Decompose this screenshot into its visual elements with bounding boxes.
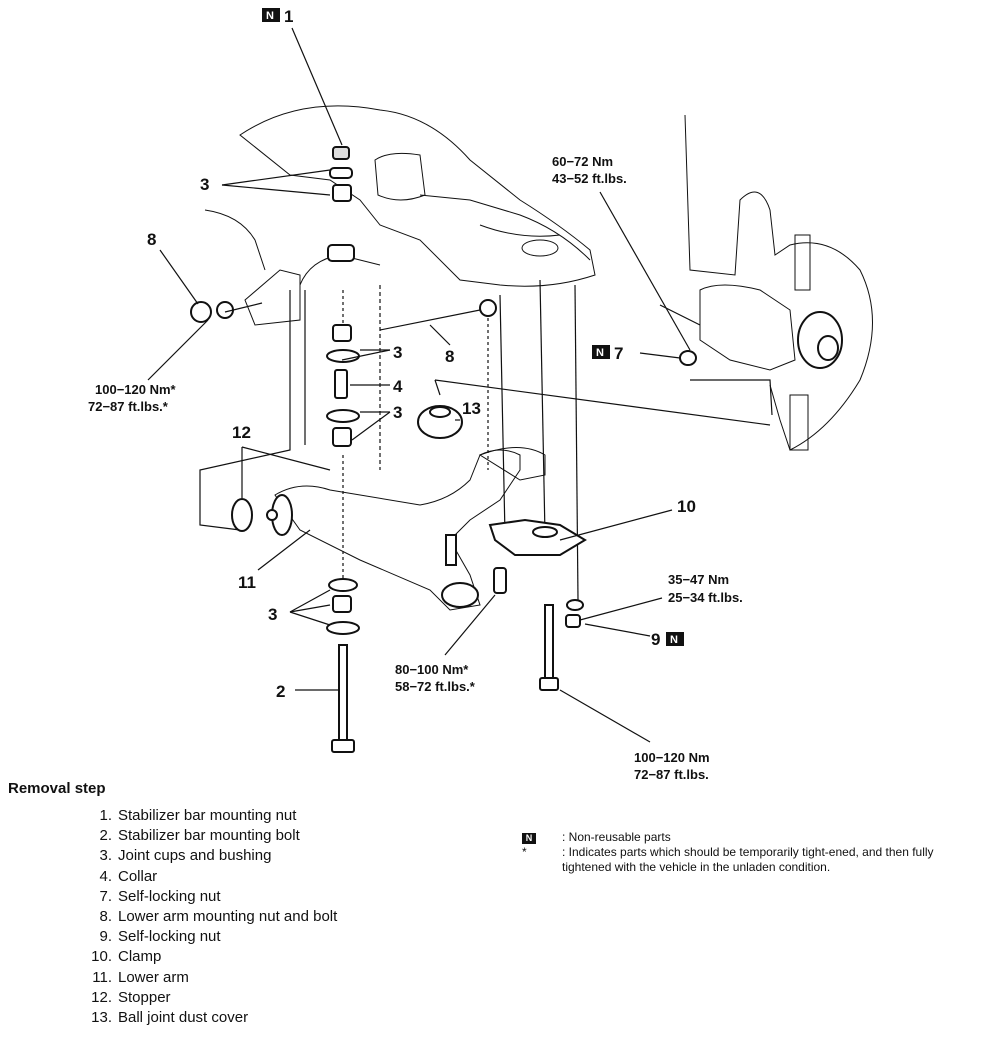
torque-11-nm: 80−100 Nm* — [395, 662, 469, 677]
non-reusable-mark-1 — [262, 8, 280, 22]
torque-2-ftlbs: 72−87 ft.lbs. — [634, 767, 709, 780]
list-item: 12.Stopper — [91, 988, 171, 1006]
non-reusable-mark-7 — [592, 345, 610, 359]
n-mark-text: N — [596, 347, 604, 359]
list-item: 13.Ball joint dust cover — [91, 1009, 249, 1027]
leader-lines — [147, 27, 691, 743]
list-item: 1.Stabilizer bar mounting nut — [99, 807, 297, 824]
list-item: 10.Clamp — [91, 948, 162, 966]
legend-temporary-text: : Indicates parts which should be tempor… — [562, 845, 934, 874]
callout-9: 9 — [651, 630, 660, 649]
crossmember-illustration — [204, 105, 596, 326]
list-item: 9.Self-locking nut — [99, 928, 221, 946]
removal-step-list: 1.Stabilizer bar mounting nut 2.Stabiliz… — [60, 806, 337, 1028]
callout-3d: 3 — [268, 605, 277, 624]
exploded-suspension-diagram: N 1 3 8 3 8 4 3 13 12 11 3 2 10 9 N N 7 … — [88, 7, 873, 780]
legend-non-reusable-text: : Non-reusable parts — [562, 830, 671, 844]
list-item: 7.Self-locking nut — [99, 887, 221, 905]
torque-8-ftlbs: 72−87 ft.lbs.* — [88, 399, 169, 414]
callout-4: 4 — [393, 377, 403, 396]
legend: N : Non-reusable parts * : Indicates par… — [522, 830, 982, 875]
list-item: 11.Lower arm — [92, 968, 189, 986]
stabilizer-bar — [190, 290, 306, 532]
non-reusable-mark-9 — [666, 632, 684, 646]
legend-row-non-reusable: N : Non-reusable parts — [522, 830, 982, 845]
torque-9-nm: 35−47 Nm — [668, 572, 729, 587]
n-mark-text: N — [670, 634, 678, 646]
callout-3a: 3 — [200, 175, 209, 194]
knuckle-and-driveshaft — [434, 114, 873, 451]
callout-3b: 3 — [393, 343, 402, 362]
stud-guide-lines — [379, 279, 579, 601]
removal-step-title: Removal step — [8, 780, 106, 797]
callout-3c: 3 — [393, 403, 402, 422]
torque-11-ftlbs: 58−72 ft.lbs.* — [395, 679, 476, 694]
torque-8-nm: 100−120 Nm* — [95, 382, 177, 397]
callout-8b: 8 — [445, 347, 454, 366]
callout-13: 13 — [462, 399, 481, 418]
list-item: 4.Collar — [99, 867, 158, 885]
callout-8a: 8 — [147, 230, 156, 249]
callout-7: 7 — [614, 344, 623, 363]
callout-labels: N 1 3 8 3 8 4 3 13 12 11 3 2 10 9 N N 7 — [147, 7, 696, 701]
torque-labels: 60−72 Nm 43−52 ft.lbs. 100−120 Nm* 72−87… — [88, 154, 743, 780]
torque-7-ftlbs: 43−52 ft.lbs. — [552, 171, 627, 186]
list-item: 3.Joint cups and bushing — [99, 847, 272, 865]
non-reusable-icon: N — [522, 833, 536, 844]
callout-10: 10 — [677, 497, 696, 516]
list-item: 8.Lower arm mounting nut and bolt — [99, 908, 338, 926]
legend-row-temporary: * : Indicates parts which should be temp… — [522, 845, 982, 875]
torque-7-nm: 60−72 Nm — [552, 154, 613, 169]
torque-2-nm: 100−120 Nm — [634, 750, 710, 765]
asterisk-mark: * — [522, 845, 527, 859]
n-mark-text: N — [266, 10, 274, 22]
callout-2: 2 — [276, 682, 285, 701]
callout-1: 1 — [284, 7, 293, 26]
callout-11: 11 — [238, 573, 256, 592]
stabilizer-link-stack — [326, 146, 360, 753]
callout-12: 12 — [232, 423, 251, 442]
torque-9-ftlbs: 25−34 ft.lbs. — [668, 590, 743, 605]
list-item: 2.Stabilizer bar mounting bolt — [99, 827, 300, 845]
lower-arm-illustration — [266, 299, 587, 691]
